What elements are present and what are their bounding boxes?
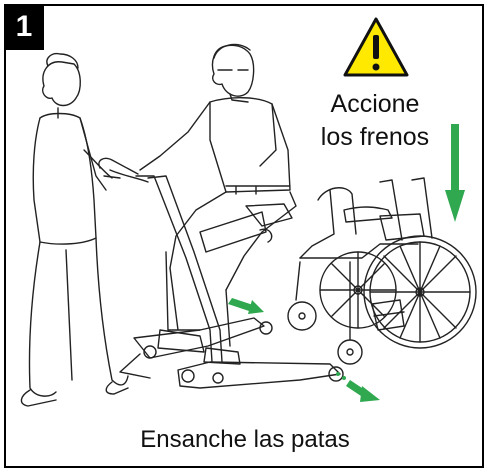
widen-arrow-right-icon (336, 372, 380, 402)
figure-frame (4, 4, 484, 468)
patient-figure (139, 43, 297, 365)
brakes-instruction: Accione los frenos (300, 88, 450, 154)
brakes-line-1: Accione (330, 90, 420, 118)
warning-triangle-icon (343, 17, 409, 77)
brake-arrow-icon (445, 124, 465, 222)
green-arrows (228, 124, 465, 402)
step-number-badge: 1 (4, 4, 44, 50)
caregiver-figure (20, 52, 129, 407)
stand-aid-lift (98, 157, 344, 389)
brakes-line-2: los frenos (320, 123, 430, 151)
wheelchair (287, 177, 477, 365)
figure-caption: Ensanche las patas (140, 426, 350, 453)
widen-arrow-left-icon (228, 298, 264, 314)
